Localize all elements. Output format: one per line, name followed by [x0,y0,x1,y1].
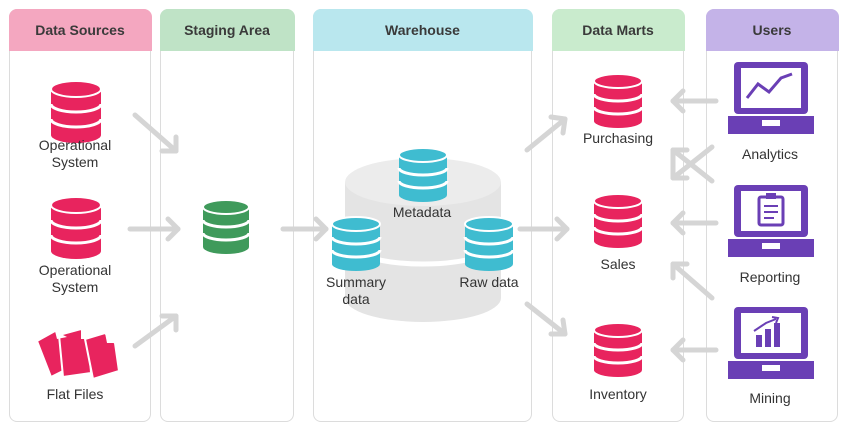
metadata-label: Metadata [392,204,452,220]
arrow-mining-to-sales [670,261,715,301]
sales-database-icon [592,193,644,248]
purchasing-database-icon [592,73,644,128]
mining-laptop-icon [728,307,814,379]
database-icon [49,196,103,259]
arrow-warehouse-to-purchasing [524,114,568,153]
arrow-analytics-to-sales [670,147,715,184]
flat-files-label: Flat Files [46,386,104,402]
arrow-staging-to-warehouse [280,216,329,242]
staging-area-header: Staging Area [159,8,295,51]
analytics-laptop-icon [728,62,814,134]
flat-files-icon [36,328,120,380]
reporting-label: Reporting [739,269,801,285]
arrow-mining-to-inventory [670,337,719,363]
arrow-op1-to-staging [132,112,179,154]
mining-label: Mining [749,390,791,406]
raw-data-label: Raw data [459,274,519,290]
inventory-database-icon [592,322,644,377]
data-sources-header: Data Sources [8,8,152,51]
arrow-reporting-to-sales [670,210,719,236]
reporting-laptop-icon [728,185,814,257]
inventory-label: Inventory [589,386,647,402]
staging-area-column: Staging Area [159,8,295,422]
arrow-op2-to-staging [127,216,181,242]
warehouse-header: Warehouse [312,8,533,51]
staging-database-icon [201,199,251,254]
arrow-flatfiles-to-staging [132,313,179,349]
data-marts-header: Data Marts [551,8,685,51]
database-icon [49,80,103,143]
metadata-database-icon [397,147,449,202]
analytics-label: Analytics [741,146,799,162]
raw-data-database-icon [463,216,515,271]
arrow-analytics-to-purchasing [670,88,719,114]
users-header: Users [705,8,839,51]
purchasing-label: Purchasing [582,130,654,146]
sales-label: Sales [600,256,636,272]
arrow-warehouse-to-sales [517,216,570,242]
summary-data-database-icon [330,216,382,271]
arrow-warehouse-to-inventory [524,301,568,337]
